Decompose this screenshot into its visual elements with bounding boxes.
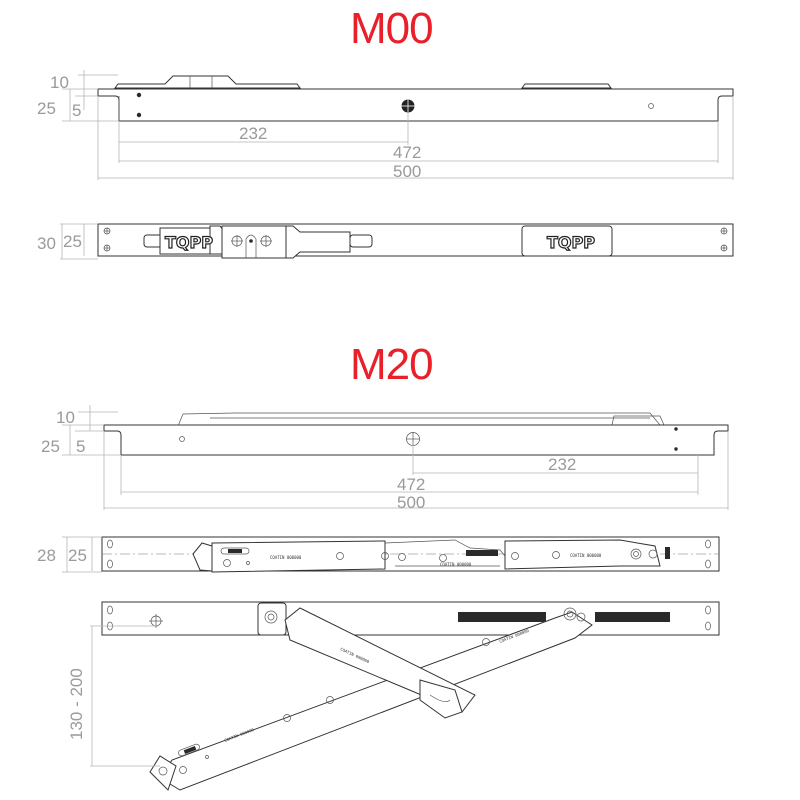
rivet [136,112,142,118]
m20-open-view: COATIN 000000 COATIN 000000 COATIN 00000… [67,601,720,791]
m20-main-arm [159,611,593,791]
dim-inner-width: 25 [68,546,87,565]
model-title-m20: M20 [350,340,434,389]
friction-track [595,612,670,622]
dim-lip: 5 [76,437,85,456]
friction-spring [466,550,498,556]
dim-height: 25 [41,437,60,456]
brand-logo: TQPP [547,233,595,252]
dim-top-offset: 10 [56,408,75,427]
dim-inner-width: 25 [63,232,82,251]
m00-top-view: TQPP TQPP 30 25 [37,223,734,260]
dim-inner-length: 472 [393,143,421,162]
rivet [136,92,142,98]
m20-side-view: 10 25 5 232 472 500 [41,405,729,512]
rivet [648,103,654,109]
dim-opening-range: 130 - 200 [67,668,86,740]
dim-inner-length: 472 [397,475,425,494]
m20-stay-arm [177,412,661,427]
model-title-m00: M00 [350,4,434,53]
m00-side-view: 10 25 5 232 472 500 [37,70,734,181]
svg-text:COATIN 000000: COATIN 000000 [270,555,302,560]
dim-top-offset: 10 [50,73,69,92]
m20-bar [103,424,729,456]
m20-top-view: COATIN 000000 COATIN 000000 COATIN 00000… [37,536,720,573]
brand-logo: TQPP [165,233,213,252]
m00-bar [97,88,734,122]
dim-total-length: 500 [397,493,425,512]
svg-text:COATIN 000000: COATIN 000000 [570,553,602,558]
dim-lip: 5 [72,101,81,120]
dim-outer-width: 28 [37,546,56,565]
friction-track [458,612,546,622]
dim-outer-width: 30 [37,234,56,253]
dim-total-length: 500 [393,162,421,181]
m00-top-plate [114,75,301,89]
m00-rear-plate [521,83,612,89]
dim-height: 25 [37,99,56,118]
dim-pivot: 232 [548,455,576,474]
svg-text:COATIN 000000: COATIN 000000 [440,562,472,567]
dim-pivot: 232 [239,124,267,143]
